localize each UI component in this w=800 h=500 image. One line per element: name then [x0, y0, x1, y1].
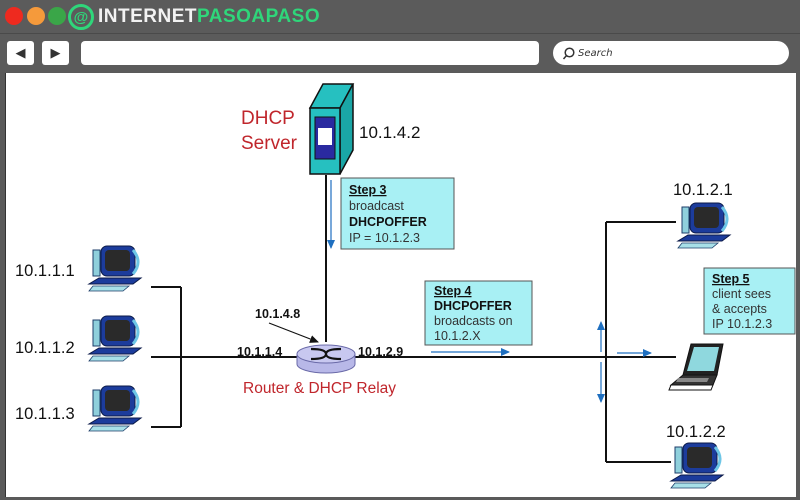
minimize-window-button[interactable]: [27, 7, 45, 25]
step4-callout: [424, 280, 533, 346]
step4-line2: broadcasts on: [434, 314, 513, 328]
close-window-button[interactable]: [5, 7, 23, 25]
host-computer-10-1-1-1: [87, 244, 143, 293]
step4-line1: DHCPOFFER: [434, 299, 512, 313]
search-input[interactable]: Search: [553, 41, 789, 65]
step3-callout: [340, 177, 455, 250]
host-computer-10-1-1-3: [87, 384, 143, 433]
router-pointer-arrow: [268, 322, 319, 343]
search-icon: [562, 46, 575, 60]
logo-text-internet: INTERNET: [98, 6, 197, 27]
server-title-line1: DHCP: [241, 108, 295, 129]
at-sign-icon: @: [68, 4, 94, 30]
browser-toolbar: ◀ ▶ Search: [0, 33, 800, 72]
step5-line1: client sees: [712, 287, 771, 301]
search-placeholder: Search: [578, 47, 613, 59]
page-content: DHCP Server 10.1.4.2 Step 3 broadcast DH…: [5, 73, 796, 497]
dhcp-relay-diagram: DHCP Server 10.1.4.2 Step 3 broadcast DH…: [15, 83, 796, 490]
step3-line2: DHCPOFFER: [349, 215, 427, 229]
router-label: Router & DHCP Relay: [243, 380, 396, 397]
step5-line2: & accepts: [712, 302, 767, 316]
laptop-client-icon: [668, 343, 724, 391]
host-ip-label: 10.1.2.2: [666, 423, 726, 441]
server-ip: 10.1.4.2: [359, 123, 420, 142]
router-icon: [296, 344, 356, 374]
maximize-window-button[interactable]: [48, 7, 66, 25]
step5-callout: [703, 267, 796, 335]
host-computer-10-1-1-2: [87, 314, 143, 363]
step4-line3: 10.1.2.X: [434, 329, 481, 343]
step3-line3: IP = 10.1.2.3: [349, 231, 420, 245]
host-ip-label: 10.1.2.1: [673, 181, 733, 199]
back-button[interactable]: ◀: [7, 41, 34, 65]
host-ip-label: 10.1.1.2: [15, 339, 75, 357]
host-computer-10-1-2-1: [676, 201, 732, 250]
logo-text-pasoapaso: PASOAPASO: [197, 6, 321, 27]
forward-arrow-icon: ▶: [50, 45, 61, 60]
router-ip-right: 10.1.2.9: [358, 345, 403, 359]
dhcp-server-icon: [308, 83, 355, 175]
address-bar[interactable]: [81, 41, 539, 65]
step5-title: Step 5: [712, 272, 750, 286]
router-ip-top: 10.1.4.8: [255, 307, 300, 321]
host-computer-10-1-2-2: [669, 441, 725, 490]
forward-button[interactable]: ▶: [42, 41, 69, 65]
host-ip-label: 10.1.1.3: [15, 405, 75, 423]
server-title-line2: Server: [241, 133, 298, 154]
step5-line3: IP 10.1.2.3: [712, 317, 772, 331]
host-ip-label: 10.1.1.1: [15, 262, 75, 280]
step3-line1: broadcast: [349, 199, 404, 213]
step3-title: Step 3: [349, 183, 387, 197]
back-arrow-icon: ◀: [15, 45, 26, 60]
step4-title: Step 4: [434, 284, 472, 298]
router-ip-left: 10.1.1.4: [237, 345, 282, 359]
